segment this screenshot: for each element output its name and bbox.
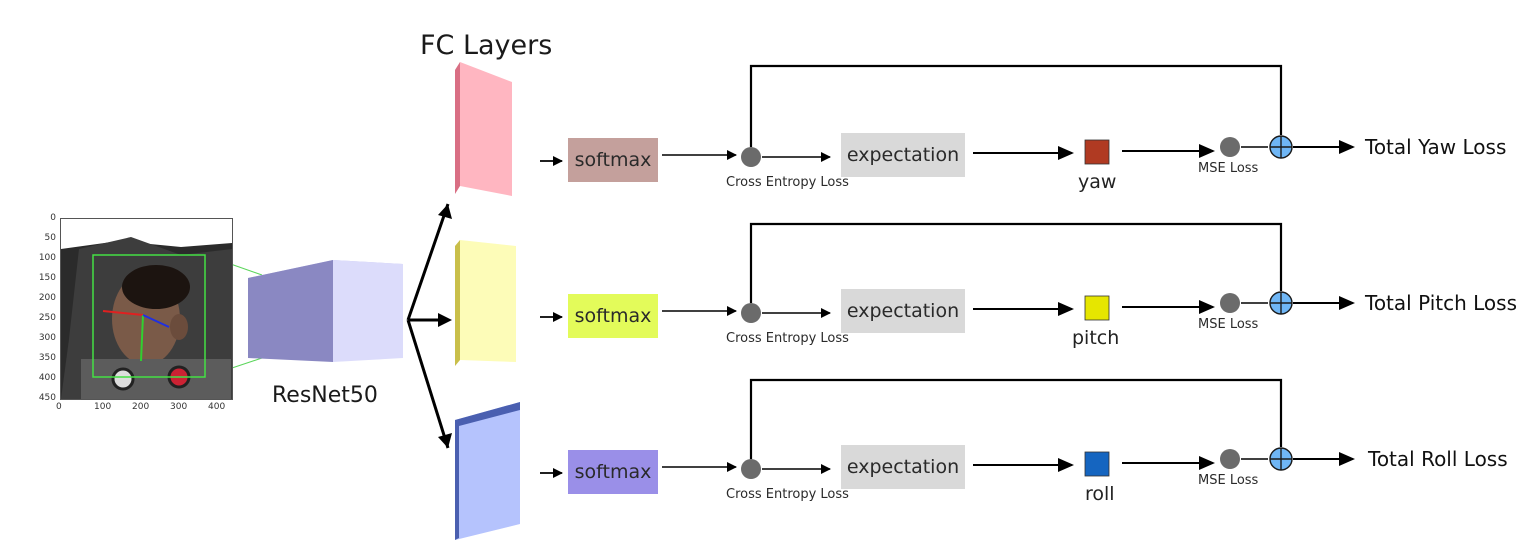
- y-tick-label: 100: [38, 253, 56, 263]
- expectation-box: expectation: [841, 133, 965, 177]
- fc-layers-title: FC Layers: [420, 30, 553, 61]
- y-tick-label: 150: [38, 273, 56, 283]
- shoulder: [81, 359, 231, 399]
- mse-node: [1220, 449, 1240, 469]
- predicted-angle-square: [1084, 295, 1110, 321]
- angle-label: roll: [1085, 483, 1115, 505]
- cross-entropy-node: [741, 147, 761, 167]
- cross-entropy-feedback-path: [749, 378, 1283, 459]
- cross-entropy-label: Cross Entropy Loss: [726, 331, 849, 346]
- expectation-box: expectation: [841, 289, 965, 333]
- y-tick-label: 350: [38, 353, 56, 363]
- softmax-box: softmax: [568, 294, 658, 338]
- resnet50-label: ResNet50: [272, 383, 378, 408]
- fc-layer-pitch: [455, 240, 516, 366]
- angle-label: pitch: [1072, 327, 1120, 349]
- fc-layer-roll: [455, 402, 520, 540]
- mse-node: [1220, 137, 1240, 157]
- total-loss-label: Total Pitch Loss: [1365, 291, 1517, 315]
- mse-node: [1220, 293, 1240, 313]
- predicted-angle-square: [1084, 451, 1110, 477]
- x-tick-label: 300: [170, 402, 188, 412]
- expectation-box: expectation: [841, 445, 965, 489]
- total-loss-label: Total Roll Loss: [1368, 447, 1508, 471]
- mse-loss-label: MSE Loss: [1198, 473, 1259, 488]
- y-tick-label: 450: [38, 393, 56, 403]
- y-tick-label: 50: [44, 233, 56, 243]
- y-tick-label: 0: [50, 213, 56, 223]
- cross-entropy-feedback-path: [749, 222, 1283, 303]
- mse-loss-label: MSE Loss: [1198, 317, 1259, 332]
- ear: [170, 314, 188, 340]
- softmax-box: softmax: [568, 450, 658, 494]
- input-face-image: [60, 218, 233, 400]
- fan-arrowhead-mid: [438, 313, 452, 327]
- mse-loss-label: MSE Loss: [1198, 161, 1259, 176]
- fc-layer-yaw: [455, 62, 512, 196]
- pose-axis-green: [140, 314, 144, 362]
- pose-axis-blue: [142, 314, 170, 328]
- cross-entropy-feedback-path: [749, 64, 1283, 147]
- cross-entropy-node: [741, 459, 761, 479]
- pose-axis-red: [102, 310, 144, 316]
- cross-entropy-label: Cross Entropy Loss: [726, 487, 849, 502]
- x-tick-label: 100: [94, 402, 112, 412]
- y-tick-label: 300: [38, 333, 56, 343]
- hair: [122, 265, 190, 309]
- angle-label: yaw: [1078, 171, 1117, 193]
- y-tick-label: 400: [38, 373, 56, 383]
- headphone-left: [111, 367, 135, 391]
- cross-entropy-node: [741, 303, 761, 323]
- fan-arrows: [406, 203, 450, 449]
- x-tick-label: 400: [208, 402, 226, 412]
- branch-layer: [540, 64, 1355, 479]
- face-bounding-box: [92, 254, 206, 378]
- y-tick-label: 200: [38, 293, 56, 303]
- x-tick-label: 200: [132, 402, 150, 412]
- resnet50-block: [248, 260, 403, 362]
- fan-arrowhead-bottom: [438, 433, 452, 448]
- y-tick-label: 250: [38, 313, 56, 323]
- predicted-angle-square: [1084, 139, 1110, 165]
- softmax-box: softmax: [568, 138, 658, 182]
- cross-entropy-label: Cross Entropy Loss: [726, 175, 849, 190]
- fan-arrowhead-top: [438, 204, 452, 219]
- total-loss-label: Total Yaw Loss: [1365, 135, 1507, 159]
- x-tick-label: 0: [56, 402, 62, 412]
